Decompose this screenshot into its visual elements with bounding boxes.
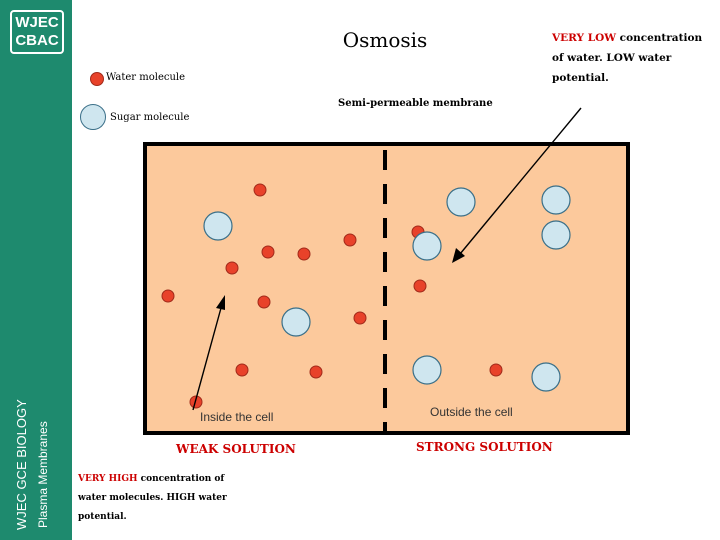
sugar-molecule (541, 220, 571, 250)
membrane-label: Semi-permeable membrane (338, 98, 493, 109)
water-molecule (353, 311, 367, 325)
high-water-note: VERY HIGH concentration of water molecul… (78, 470, 238, 527)
water-molecule (309, 365, 323, 379)
water-molecule (189, 395, 203, 409)
low-water-highlight: VERY LOW (552, 32, 617, 44)
sugar-molecule (281, 307, 311, 337)
sugar-legend-label: Sugar molecule (110, 112, 190, 123)
water-molecule (297, 247, 311, 261)
inside-cell-label: Inside the cell (200, 410, 274, 424)
water-legend-label: Water molecule (106, 72, 186, 83)
logo-line1: WJEC (15, 14, 59, 31)
arrow-out-line (459, 107, 582, 255)
water-molecule (225, 261, 239, 275)
logo-line2: CBAC (15, 32, 59, 49)
water-molecule (489, 363, 503, 377)
water-molecule (343, 233, 357, 247)
water-molecule (261, 245, 275, 259)
high-water-text: concentration of water molecules. HIGH w… (78, 474, 227, 522)
high-water-highlight: VERY HIGH (78, 474, 138, 484)
water-molecule (257, 295, 271, 309)
wjec-logo: WJEC CBAC (10, 10, 64, 54)
sugar-molecule (531, 362, 561, 392)
page-title: Osmosis (342, 28, 428, 52)
arrow-out-head (452, 248, 465, 263)
arrow-in-line (192, 307, 222, 411)
water-molecule (253, 183, 267, 197)
sugar-molecule (446, 187, 476, 217)
water-molecule (413, 279, 427, 293)
strong-solution-label: STRONG SOLUTION (416, 440, 553, 454)
water-molecule (161, 289, 175, 303)
arrow-in-head (216, 295, 225, 310)
sugar-molecule (541, 185, 571, 215)
outside-cell-label: Outside the cell (430, 405, 513, 419)
sugar-molecule (203, 211, 233, 241)
sugar-molecule (412, 231, 442, 261)
sugar-molecule (412, 355, 442, 385)
sidebar: WJEC CBAC WJEC GCE BIOLOGY Plasma Membra… (0, 0, 72, 540)
low-water-note: VERY LOW concentration of water. LOW wat… (552, 28, 712, 88)
water-legend-icon (90, 72, 104, 86)
water-molecule (235, 363, 249, 377)
sugar-legend-icon (80, 104, 106, 130)
weak-solution-label: WEAK SOLUTION (176, 442, 296, 456)
low-water-text: concentration of water. LOW water potent… (552, 32, 703, 84)
